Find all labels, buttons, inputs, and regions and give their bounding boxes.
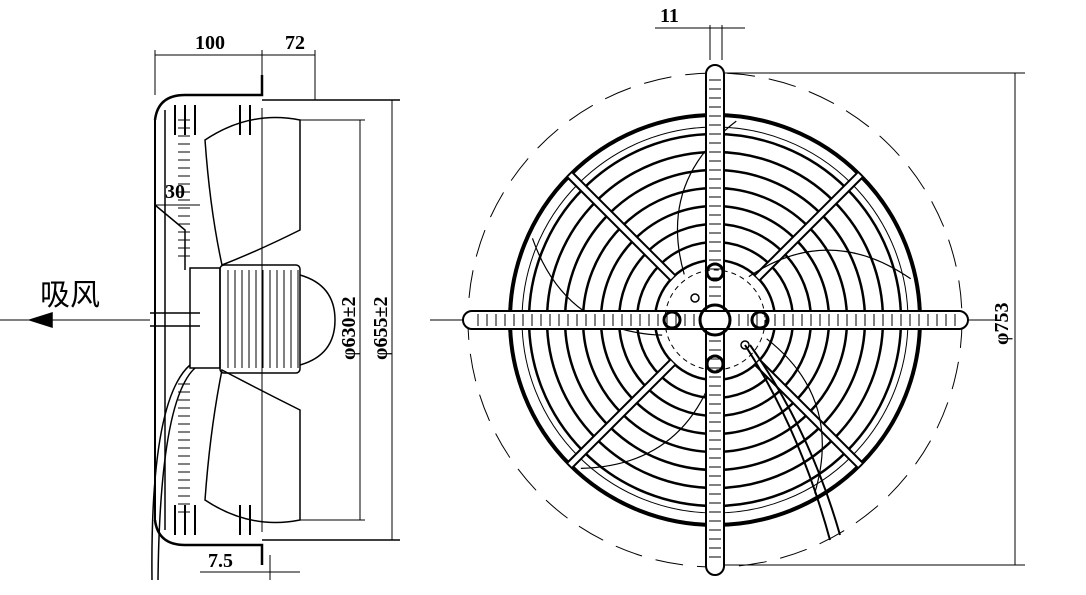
side-view: 吸风 100 72 30 φ630±2 (0, 32, 400, 581)
dim-blade-diameter: φ630±2 (338, 297, 360, 360)
dim-11: 11 (660, 5, 679, 27)
dim-72: 72 (285, 32, 305, 54)
dim-7-5: 7.5 (208, 550, 233, 572)
dim-30: 30 (165, 181, 185, 203)
dim-ring-diameter: φ655±2 (370, 297, 392, 360)
airflow-label: 吸风 (40, 279, 100, 312)
front-view: 11 φ753 (430, 5, 1025, 576)
fan-blade-edge (580, 374, 714, 469)
guard-spoke (568, 173, 675, 280)
airflow-arrow-icon (27, 311, 53, 329)
fan-blade-edge (766, 338, 823, 494)
guard-spoke (755, 360, 862, 467)
guard-spoke (755, 173, 862, 280)
fan-blade-edge (531, 238, 663, 336)
dim-overall-diameter: φ753 (991, 303, 1013, 345)
fan-blade-edge (748, 249, 912, 280)
guard-spoke (568, 360, 675, 467)
dim-100: 100 (195, 32, 225, 54)
